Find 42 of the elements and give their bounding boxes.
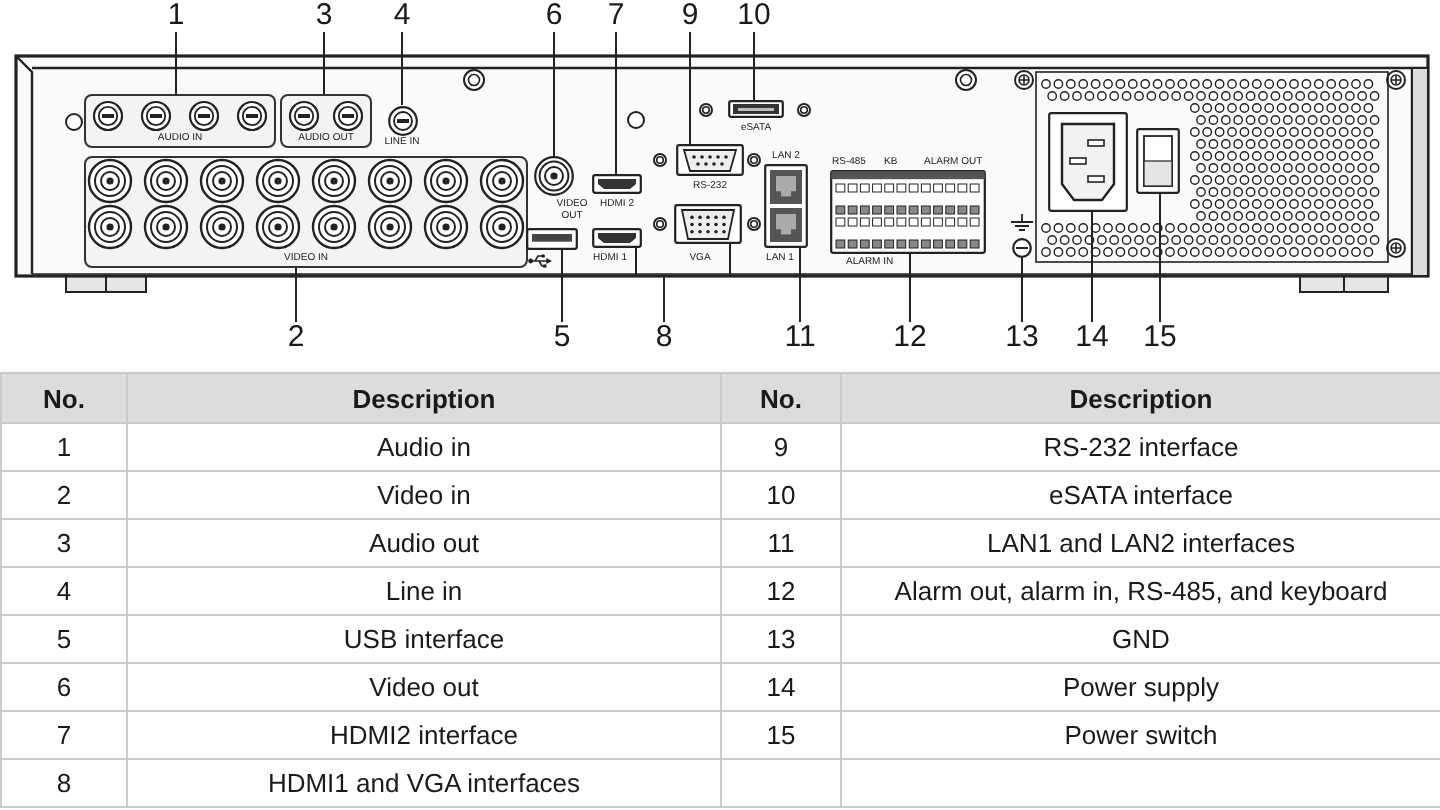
column-header: Description bbox=[127, 373, 721, 423]
callout-number: 10 bbox=[737, 0, 771, 32]
item-number: 7 bbox=[1, 711, 127, 759]
callout-number: 2 bbox=[287, 322, 305, 354]
item-number: 9 bbox=[721, 423, 841, 471]
item-number: 6 bbox=[1, 663, 127, 711]
item-number: 5 bbox=[1, 615, 127, 663]
callout-number: 8 bbox=[655, 322, 673, 354]
item-number: 12 bbox=[721, 567, 841, 615]
item-number: 2 bbox=[1, 471, 127, 519]
callout-number: 7 bbox=[607, 0, 625, 32]
item-number: 3 bbox=[1, 519, 127, 567]
item-number: 13 bbox=[721, 615, 841, 663]
column-header: No. bbox=[1, 373, 127, 423]
callout-number: 11 bbox=[784, 322, 816, 354]
item-description: HDMI2 interface bbox=[127, 711, 721, 759]
item-description: Audio in bbox=[127, 423, 721, 471]
callout-number: 12 bbox=[893, 322, 927, 354]
item-description: Video out bbox=[127, 663, 721, 711]
item-number: 10 bbox=[721, 471, 841, 519]
callout-number: 1 bbox=[167, 0, 185, 32]
item-number: 8 bbox=[1, 759, 127, 807]
item-description: HDMI1 and VGA interfaces bbox=[127, 759, 721, 807]
callout-number: 9 bbox=[681, 0, 699, 32]
column-header: Description bbox=[841, 373, 1440, 423]
callout-number: 4 bbox=[393, 0, 411, 32]
column-header: No. bbox=[721, 373, 841, 423]
item-number: 4 bbox=[1, 567, 127, 615]
callout-number: 6 bbox=[545, 0, 563, 32]
callout-number: 13 bbox=[1005, 322, 1039, 354]
item-number: 15 bbox=[721, 711, 841, 759]
item-description: Video in bbox=[127, 471, 721, 519]
item-description: USB interface bbox=[127, 615, 721, 663]
item-description: Audio out bbox=[127, 519, 721, 567]
callout-number: 5 bbox=[553, 322, 571, 354]
item-number: 1 bbox=[1, 423, 127, 471]
item-description: Line in bbox=[127, 567, 721, 615]
callout-number: 15 bbox=[1143, 322, 1177, 354]
item-number: 11 bbox=[721, 519, 841, 567]
item-number: 14 bbox=[721, 663, 841, 711]
callout-number: 3 bbox=[315, 0, 333, 32]
callout-number: 14 bbox=[1075, 322, 1109, 354]
